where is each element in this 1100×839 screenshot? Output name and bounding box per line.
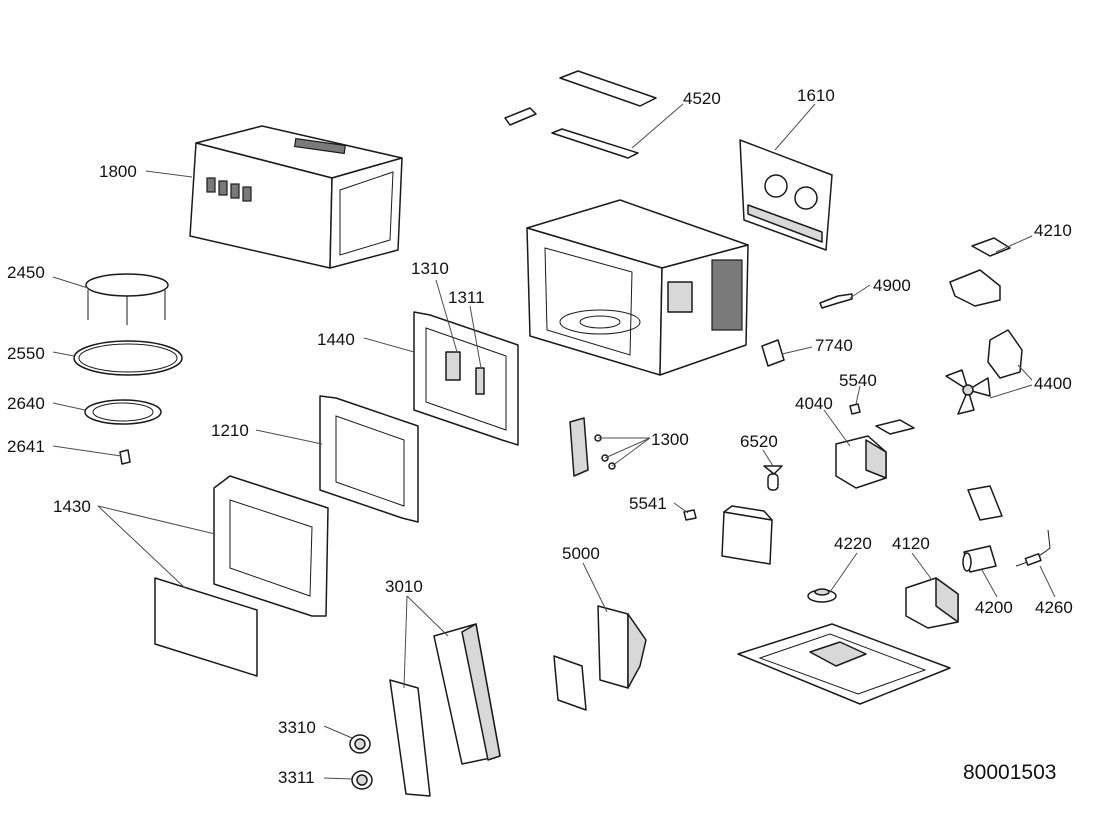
callout-1800: 1800 [99,162,137,181]
callout-4900: 4900 [873,276,911,295]
leader-1300b [604,437,651,459]
leader-7740 [781,346,813,355]
leader-2640 [52,402,86,411]
callout-1210: 1210 [211,421,249,440]
leader-4400b [989,384,1033,399]
leader-4900 [849,284,871,299]
part-capacitor-bracket [721,505,773,565]
part-7740-card [761,339,785,367]
callout-1610: 1610 [797,86,835,105]
callout-2450: 2450 [7,263,45,282]
callout-3310: 3310 [278,718,316,737]
part-3010-control-panel [389,623,501,797]
leader-2641 [52,445,122,457]
leader-6520 [762,449,774,467]
part-4220-turntable-motor [807,588,837,603]
part-2641-coupler [119,449,131,465]
leader-2450 [52,276,89,289]
part-4900-sensor [819,293,853,309]
part-2640-support [84,399,162,425]
part-1440-door-frame [413,311,519,446]
callout-4260: 4260 [1035,598,1073,617]
callout-6520: 6520 [740,432,778,451]
callout-2550: 2550 [7,344,45,363]
callout-1300: 1300 [651,430,689,449]
leader-5541 [673,502,689,514]
callout-2641: 2641 [7,437,45,456]
leader-2550 [52,351,75,357]
leader-1300c [611,437,651,467]
leader-4210 [995,235,1033,253]
part-1800-outer-casing [189,125,403,269]
part-4260-diode [1015,529,1051,567]
callout-1430: 1430 [53,497,91,516]
callout-3010: 3010 [385,577,423,596]
leader-3310 [323,725,353,739]
callout-1440: 1440 [317,330,355,349]
part-5540-clip [849,403,861,415]
part-1430-glass-panel [154,577,258,677]
leader-4520 [631,103,684,149]
callout-4040: 4040 [795,394,833,413]
part-3311-knob [351,770,373,790]
callout-4220: 4220 [834,534,872,553]
part-oven-cavity-chassis [526,199,749,376]
part-1210-door-inner [319,395,419,523]
leader-1440 [363,337,415,353]
part-6520-lamp [763,465,783,491]
part-base-plate [737,623,951,705]
part-4120-transformer [905,577,959,629]
part-2550-roller-ring [73,340,183,376]
leader-lines [52,103,1056,780]
leader-4200 [981,569,998,598]
document-number: 80001503 [963,761,1056,784]
leader-4260 [1039,565,1056,598]
part-wire-harness [967,485,1003,521]
part-5000-control-board [553,605,647,711]
leader-5540 [855,385,861,405]
part-4400-fan-motor [945,329,1023,415]
leader-5000 [582,562,608,613]
leader-1311 [469,305,482,369]
leader-4040 [823,409,851,447]
part-4520-mount-strips [504,70,657,159]
leader-1430a [97,505,216,535]
part-1300-latch [569,417,616,477]
part-2450-rack [85,273,169,325]
leader-4400 [1017,364,1033,381]
part-4040-transformer [835,419,915,489]
callout-labels: 4520 1610 1800 4210 2450 1310 1311 4900 … [7,86,1073,787]
callout-3311: 3311 [278,768,315,787]
callout-5541: 5541 [629,494,667,513]
part-3310-knob [349,734,371,754]
leader-4120 [911,552,933,581]
callout-4400: 4400 [1034,374,1072,393]
callout-5000: 5000 [562,544,600,563]
leader-4220 [829,552,858,593]
leader-1800 [145,170,193,178]
callout-4120: 4120 [892,534,930,553]
callout-4520: 4520 [683,89,721,108]
part-1430-door-frame [213,475,329,617]
callout-4210: 4210 [1034,221,1072,240]
leader-1310 [435,279,458,353]
leader-1210 [255,429,323,445]
callout-4200: 4200 [975,598,1013,617]
callout-5540: 5540 [839,371,877,390]
callout-2640: 2640 [7,394,45,413]
part-1610-rear-panel [739,139,833,251]
leader-1610 [774,103,816,151]
leader-3311 [323,777,353,780]
leader-3010a [403,595,408,689]
callout-7740: 7740 [815,336,853,355]
callout-1311: 1311 [448,288,485,307]
leader-1430b [97,505,186,589]
part-4200-capacitor [962,545,997,573]
callout-1310: 1310 [411,259,449,278]
part-4210-bracket [949,237,1011,307]
leader-3010b [406,595,449,637]
